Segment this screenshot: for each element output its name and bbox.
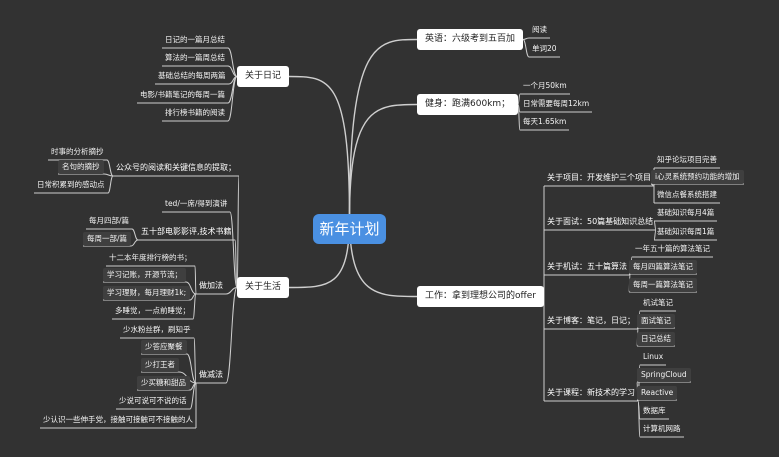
connector-line: [192, 293, 197, 320]
leaf-networking[interactable]: 计算机网路: [643, 424, 681, 433]
sub-do-more[interactable]: 做加法: [199, 281, 223, 290]
connector-line: [517, 104, 521, 131]
leaf-investing[interactable]: 学习理财，每月理财1k;: [103, 286, 191, 300]
leaf-less-freeloaders[interactable]: 少认识一些伸手党，接触可接触可不接触的人: [43, 415, 193, 424]
connector-line: [225, 287, 238, 295]
connector-line: [234, 239, 238, 288]
leaf-less-sweets[interactable]: 少买糖和甜品: [137, 376, 190, 390]
leaf-zhihu-forum[interactable]: 知乎论坛项目完善: [657, 155, 717, 164]
branch-life[interactable]: 关于生活: [237, 277, 290, 298]
leaf-algo-monthly[interactable]: 每月四篇算法笔记: [629, 260, 697, 274]
central-topic[interactable]: 新年计划: [313, 214, 386, 244]
connector-line: [637, 400, 641, 438]
leaf-quotes[interactable]: 名句的摘抄: [58, 160, 104, 174]
leaf-weekly-km[interactable]: 日常需要每周12km: [523, 99, 590, 108]
connector-line: [348, 103, 418, 219]
leaf-monthly-diary[interactable]: 日记的一篇月总结: [165, 35, 225, 44]
connector-line: [229, 211, 238, 288]
sub-machine-test[interactable]: 关于机试：五十篇算法: [547, 262, 627, 271]
leaf-sleep-early[interactable]: 多睡觉，一点前睡觉；: [115, 306, 190, 315]
leaf-database[interactable]: 数据库: [643, 406, 666, 415]
branch-english[interactable]: 英语：六级考到五百加: [417, 29, 524, 50]
leaf-machine-notes[interactable]: 机试笔记: [643, 298, 673, 307]
branch-work[interactable]: 工作：拿到理想公司的offer: [417, 286, 544, 307]
connector-line: [194, 265, 197, 295]
branch-diary[interactable]: 关于日记: [237, 66, 290, 87]
leaf-bookkeeping[interactable]: 学习记账，开源节流；: [103, 268, 186, 282]
sub-movies-books[interactable]: 五十部电影影评,技术书籍: [141, 227, 232, 236]
leaf-linux[interactable]: Linux: [643, 352, 664, 361]
leaf-algo-weekly[interactable]: 每周一篇算法笔记: [629, 278, 697, 292]
connector-line: [189, 293, 197, 301]
leaf-reactive[interactable]: Reactive: [637, 386, 678, 400]
connector-line: [189, 382, 197, 410]
sub-courses[interactable]: 关于课程：新技术的学习: [547, 388, 635, 397]
leaf-one-weekly[interactable]: 每周一部/篇: [83, 232, 132, 246]
leaf-daily-km[interactable]: 每天1.65km: [523, 117, 567, 126]
connector-line: [185, 281, 197, 295]
leaf-ted-talks[interactable]: ted/一席/得到演讲: [165, 199, 228, 208]
leaf-vocabulary[interactable]: 单词20: [532, 44, 557, 53]
connector-line: [288, 75, 351, 219]
leaf-twelve-books[interactable]: 十二本年度排行榜的书；: [109, 253, 192, 262]
leaf-movie-book-notes[interactable]: 电影/书籍笔记的每周一篇: [140, 90, 226, 99]
connector-line: [225, 287, 238, 384]
leaf-four-monthly[interactable]: 每月四部/篇: [89, 216, 130, 225]
leaf-less-zhihu[interactable]: 少水粉丝群，刷知乎: [123, 325, 191, 334]
leaf-monthly-km[interactable]: 一个月50km: [523, 81, 567, 90]
leaf-less-dinners[interactable]: 少答应聚餐: [141, 340, 187, 354]
leaf-springcloud[interactable]: SpringCloud: [637, 368, 691, 382]
leaf-weekly-algo[interactable]: 算法的一篇周总结: [165, 53, 225, 62]
leaf-basics-weekly[interactable]: 基础知识每周1篇: [657, 227, 715, 236]
leaf-reading[interactable]: 阅读: [532, 25, 547, 34]
connector-line: [227, 76, 238, 122]
leaf-algo-yearly[interactable]: 一年五十篇的算法笔记: [635, 244, 710, 253]
connector-line: [186, 353, 197, 384]
connector-line: [522, 39, 530, 58]
sub-project[interactable]: 关于项目：开发维护三个项目: [547, 173, 651, 182]
connector-line: [193, 337, 197, 384]
leaf-ranking-books[interactable]: 排行榜书籍的阅读: [165, 108, 225, 117]
leaf-booking-feature[interactable]: i心灵系统预约功能的增加: [651, 170, 744, 184]
sub-interview[interactable]: 关于面试：50篇基础知识总结: [547, 217, 654, 226]
leaf-interview-notes[interactable]: 面试笔记: [637, 314, 675, 328]
leaf-diary-summary[interactable]: 日记总结: [637, 332, 675, 346]
leaf-basics-summary[interactable]: 基础总结的每周两篇: [158, 71, 226, 80]
leaf-touching-moments[interactable]: 日常积累到的感动点: [37, 180, 105, 189]
connector-line: [236, 175, 240, 288]
leaf-current-affairs[interactable]: 时事的分析摘抄: [51, 147, 104, 156]
connector-line: [103, 173, 114, 177]
sub-public-account[interactable]: 公众号的阅读和关键信息的提取；: [116, 163, 236, 172]
connector-line: [522, 37, 530, 40]
sub-do-less[interactable]: 做减法: [199, 370, 223, 379]
sub-blog[interactable]: 关于博客：笔记，日记；: [547, 316, 635, 325]
connector-line: [107, 175, 114, 194]
leaf-less-talk[interactable]: 少说可说可不说的话: [119, 396, 187, 405]
leaf-wechat-ordering[interactable]: 微信点餐系统搭建: [657, 190, 717, 199]
leaf-basics-monthly[interactable]: 基础知识每月4篇: [657, 208, 715, 217]
connector-line: [348, 38, 418, 219]
leaf-less-games[interactable]: 少打王者: [141, 358, 179, 372]
branch-fitness[interactable]: 健身：跑满600km；: [417, 94, 519, 115]
connector-line: [130, 239, 139, 247]
